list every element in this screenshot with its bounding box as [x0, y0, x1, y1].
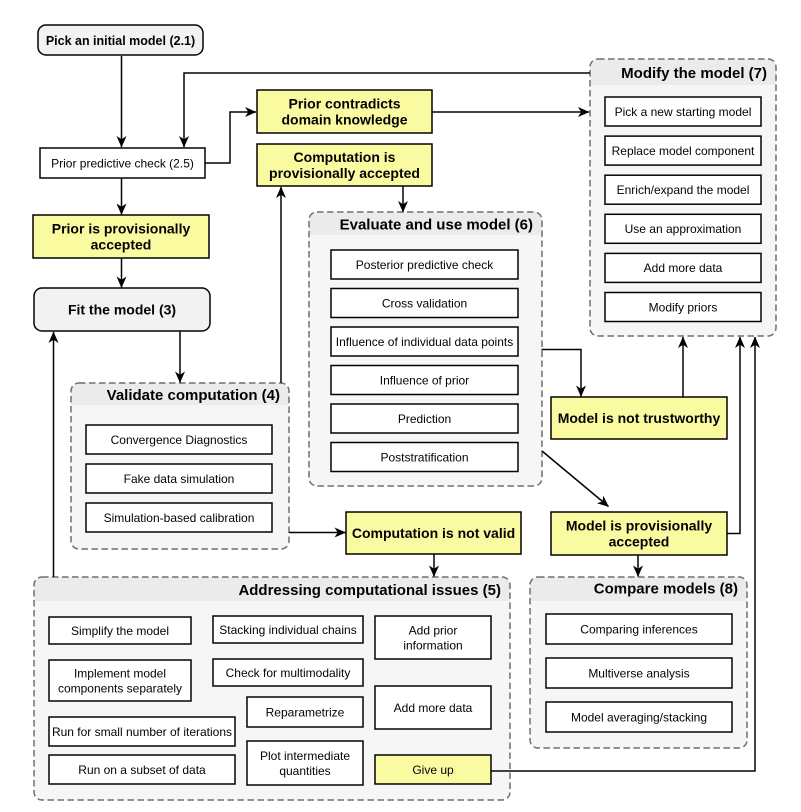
- svg-text:information: information: [403, 638, 462, 652]
- svg-text:domain knowledge: domain knowledge: [281, 112, 407, 128]
- svg-text:Prior is provisionally: Prior is provisionally: [52, 221, 191, 237]
- svg-text:Computation is: Computation is: [294, 149, 396, 165]
- svg-text:Computation is not valid: Computation is not valid: [352, 525, 515, 541]
- svg-text:Posterior predictive check: Posterior predictive check: [356, 258, 494, 272]
- svg-text:Cross validation: Cross validation: [382, 296, 467, 310]
- svg-text:Run for small number of iterat: Run for small number of iterations: [52, 725, 232, 739]
- svg-text:Addressing computational issue: Addressing computational issues (5): [238, 582, 501, 599]
- svg-text:Evaluate and use model (6): Evaluate and use model (6): [340, 217, 533, 234]
- svg-text:accepted: accepted: [91, 237, 152, 253]
- svg-text:Poststratification: Poststratification: [380, 450, 468, 464]
- svg-text:Validate computation (4): Validate computation (4): [107, 387, 280, 404]
- svg-text:Run on a subset of data: Run on a subset of data: [78, 763, 206, 777]
- svg-text:Prior predictive check (2.5): Prior predictive check (2.5): [51, 156, 194, 170]
- svg-text:Compare models (8): Compare models (8): [594, 581, 738, 598]
- svg-text:Pick an initial model (2.1): Pick an initial model (2.1): [46, 34, 195, 48]
- svg-text:Plot intermediate: Plot intermediate: [260, 749, 350, 763]
- svg-text:Pick a new starting model: Pick a new starting model: [615, 105, 752, 119]
- svg-text:Simplify the model: Simplify the model: [71, 624, 169, 638]
- svg-text:Add more data: Add more data: [644, 261, 723, 275]
- svg-text:Modify priors: Modify priors: [649, 300, 718, 314]
- svg-text:Use an approximation: Use an approximation: [625, 222, 742, 236]
- svg-text:accepted: accepted: [609, 534, 670, 550]
- svg-text:Implement model: Implement model: [74, 666, 166, 680]
- svg-text:Model is not trustworthy: Model is not trustworthy: [558, 410, 721, 426]
- svg-text:Influence of prior: Influence of prior: [380, 373, 469, 387]
- svg-text:Prediction: Prediction: [398, 412, 451, 426]
- svg-text:Fake data simulation: Fake data simulation: [124, 472, 235, 486]
- svg-text:Add prior: Add prior: [409, 623, 458, 637]
- svg-text:Prior contradicts: Prior contradicts: [288, 96, 400, 112]
- svg-text:Reparametrize: Reparametrize: [266, 705, 345, 719]
- svg-text:provisionally accepted: provisionally accepted: [269, 165, 420, 181]
- svg-text:Convergence Diagnostics: Convergence Diagnostics: [111, 433, 248, 447]
- svg-text:Add more data: Add more data: [394, 701, 473, 715]
- svg-text:quantities: quantities: [279, 764, 330, 778]
- svg-text:components separately: components separately: [58, 681, 182, 695]
- svg-text:Simulation-based calibration: Simulation-based calibration: [104, 511, 255, 525]
- svg-text:Comparing inferences: Comparing inferences: [580, 622, 697, 636]
- svg-text:Enrich/expand the model: Enrich/expand the model: [617, 183, 750, 197]
- svg-text:Influence of individual data p: Influence of individual data points: [336, 335, 513, 349]
- svg-text:Stacking individual chains: Stacking individual chains: [219, 623, 356, 637]
- svg-text:Replace model component: Replace model component: [612, 144, 755, 158]
- svg-text:Modify the model (7): Modify the model (7): [621, 65, 767, 82]
- svg-text:Multiverse analysis: Multiverse analysis: [588, 666, 689, 680]
- svg-text:Fit the model (3): Fit the model (3): [68, 302, 176, 318]
- svg-text:Model averaging/stacking: Model averaging/stacking: [571, 710, 707, 724]
- svg-text:Give up: Give up: [412, 763, 454, 777]
- svg-text:Model is provisionally: Model is provisionally: [566, 518, 712, 534]
- svg-text:Check for multimodality: Check for multimodality: [226, 666, 351, 680]
